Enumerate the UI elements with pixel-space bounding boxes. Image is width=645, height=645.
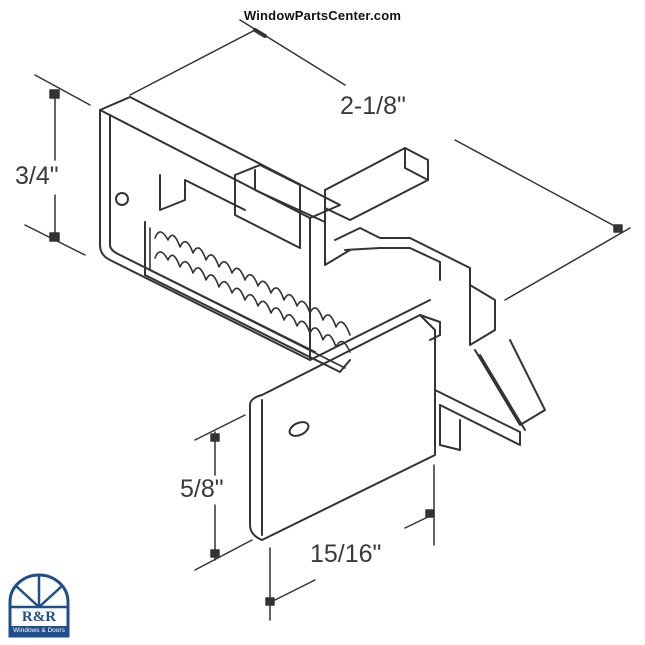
watermark-text: WindowParts​Center.com <box>243 8 402 23</box>
latch-body <box>99 96 546 541</box>
rr-windows-doors-logo: R&R Windows & Doors <box>6 572 72 638</box>
dimension-plate-height-label: 5/8" <box>180 475 224 503</box>
logo-title: R&R <box>21 609 57 625</box>
dimension-lines <box>24 19 631 621</box>
spring-icon <box>149 227 351 369</box>
dimension-height-label: 3/4" <box>15 162 59 190</box>
window-arch-icon <box>10 575 68 609</box>
logo-subtitle: Windows & Doors <box>13 627 65 634</box>
dimension-length-label: 2-1/8" <box>340 92 406 120</box>
dimension-plate-width-label: 15/16" <box>310 540 382 568</box>
